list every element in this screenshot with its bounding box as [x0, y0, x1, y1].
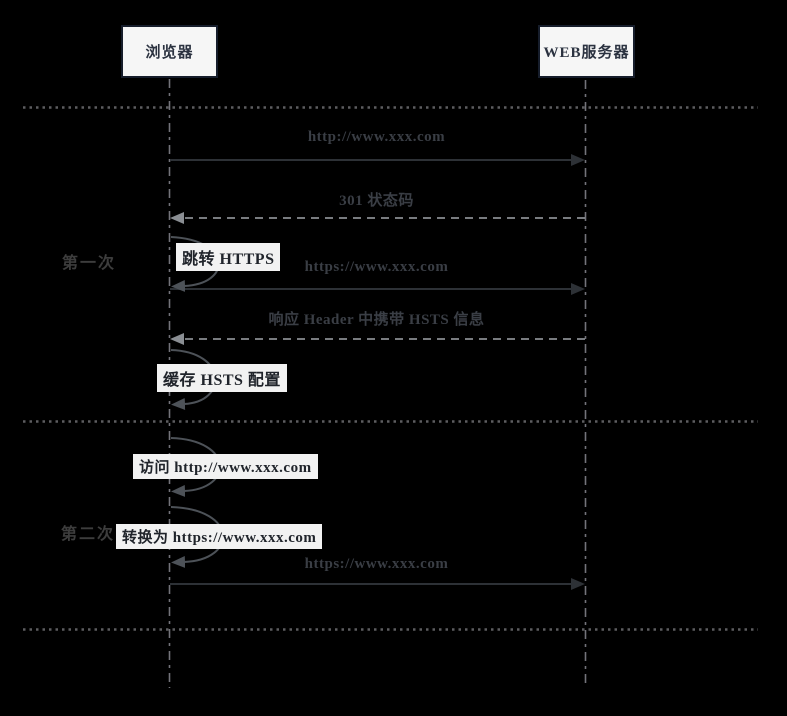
- self-loop-label-convert-https: 转换为 https://www.xxx.com: [116, 524, 323, 549]
- section-label-first-time: 第一次: [62, 255, 117, 272]
- message-label-https-request-first: https://www.xxx.com: [304, 259, 449, 275]
- actor-label-web-server: WEB服务器: [543, 45, 630, 61]
- self-loop-label-redirect-https: 跳转 HTTPS: [176, 243, 281, 271]
- message-label-301-status: 301 状态码: [339, 193, 414, 209]
- message-label-hsts-header-response: 响应 Header 中携带 HSTS 信息: [268, 312, 485, 328]
- self-loop-label-visit-http: 访问 http://www.xxx.com: [133, 454, 318, 479]
- self-loop-label-cache-hsts: 缓存 HSTS 配置: [157, 364, 287, 392]
- actor-label-browser: 浏览器: [145, 45, 194, 61]
- actor-box-web-server: WEB服务器: [538, 25, 635, 78]
- message-label-http-request: http://www.xxx.com: [307, 129, 446, 145]
- message-label-https-request-second: https://www.xxx.com: [304, 556, 449, 572]
- section-label-second-time: 第二次: [61, 526, 116, 543]
- actor-box-browser: 浏览器: [121, 25, 218, 78]
